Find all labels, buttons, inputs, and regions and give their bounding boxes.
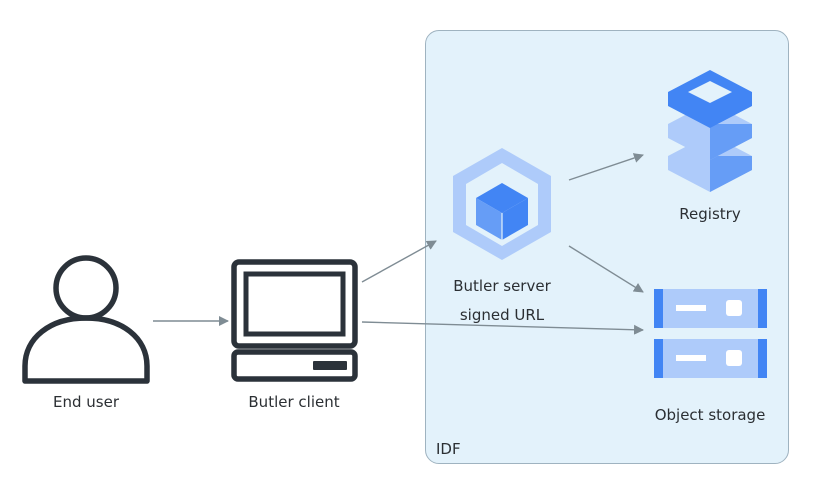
- computer-icon: [231, 259, 358, 382]
- edge-server-to-storage: [568, 245, 644, 293]
- server-cube-icon: [453, 148, 551, 260]
- edge-client-to-storage: [361, 321, 644, 335]
- idf-group-label: IDF: [436, 440, 461, 458]
- butler-server-label: Butler server: [453, 277, 551, 295]
- person-icon: [22, 255, 150, 384]
- object-storage-label: Object storage: [654, 406, 766, 424]
- edge-server-to-registry: [568, 153, 644, 181]
- database-stack-icon: [668, 70, 752, 192]
- signed-url-edge-label: signed URL: [459, 306, 545, 324]
- storage-icon: [654, 289, 767, 378]
- butler-client-label: Butler client: [248, 393, 340, 411]
- end-user-label: End user: [53, 393, 119, 411]
- registry-label: Registry: [679, 205, 741, 223]
- edge-client-to-server: [361, 240, 437, 283]
